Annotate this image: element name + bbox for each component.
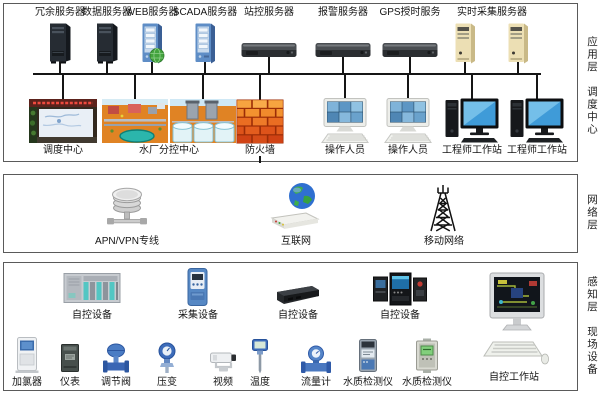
scada-server-icon bbox=[192, 22, 218, 64]
web-server-icon bbox=[139, 22, 165, 64]
dispatch-center-photo bbox=[29, 99, 97, 143]
label-gps-timing-service: GPS授时服务 bbox=[379, 7, 441, 18]
label-auto-control-workstation: 自控工作站 bbox=[489, 372, 539, 383]
field-devices-layer-label: 现场设备 bbox=[586, 326, 598, 376]
rack-server-icon bbox=[382, 40, 438, 60]
connector-line bbox=[471, 75, 473, 99]
label-mobile-network: 移动网络 bbox=[424, 236, 464, 247]
temperature-sensor-icon bbox=[249, 338, 271, 374]
label-flow-meter: 流量计 bbox=[301, 377, 331, 388]
network-layer-label: 网络层 bbox=[586, 194, 598, 232]
label-station-control-server: 站控服务器 bbox=[244, 7, 294, 18]
label-acquisition-device: 采集设备 bbox=[178, 310, 218, 321]
connector-line bbox=[259, 75, 261, 101]
mobile-network-antenna-icon bbox=[421, 184, 465, 232]
connector-line bbox=[62, 75, 64, 101]
connector-line bbox=[344, 75, 346, 100]
label-realtime-acquisition-server: 实时采集服务器 bbox=[457, 7, 527, 18]
pressure-transmitter-icon bbox=[156, 342, 178, 374]
tower-server-icon bbox=[46, 22, 74, 64]
connector-line bbox=[342, 54, 344, 74]
engineer-workstation-icon bbox=[509, 97, 565, 143]
connector-line bbox=[151, 54, 153, 74]
dispatch-center-layer-label: 调度中心 bbox=[586, 86, 598, 136]
label-temperature: 温度 bbox=[250, 377, 270, 388]
label-scada-server: SCADA服务器 bbox=[172, 7, 238, 18]
connector-line bbox=[202, 75, 204, 101]
label-operator: 操作人员 bbox=[325, 145, 365, 156]
perception-layer-label: 感知层 bbox=[586, 276, 598, 314]
label-engineer-workstation: 工程师工作站 bbox=[442, 145, 502, 156]
operator-terminal-icon bbox=[382, 98, 434, 144]
label-water-quality-analyzer: 水质检测仪 bbox=[343, 377, 393, 388]
connector-line bbox=[204, 54, 206, 74]
label-pressure-transmitter: 压变 bbox=[157, 377, 177, 388]
tower-server-icon bbox=[93, 22, 121, 64]
label-auto-control-device: 自控设备 bbox=[278, 310, 318, 321]
water-plant-photo bbox=[170, 99, 236, 143]
network-bus-line bbox=[33, 73, 541, 75]
connector-line bbox=[464, 54, 466, 74]
label-video: 视频 bbox=[213, 377, 233, 388]
scada-workstation-icon bbox=[483, 272, 549, 368]
connector-line bbox=[536, 75, 538, 99]
connector-line bbox=[409, 54, 411, 74]
label-auto-control-device: 自控设备 bbox=[72, 310, 112, 321]
label-web-server: WEB服务器 bbox=[125, 7, 179, 18]
engineer-workstation-icon bbox=[444, 97, 500, 143]
control-panel-group-icon bbox=[372, 271, 428, 307]
water-quality-analyzer-icon bbox=[355, 338, 381, 374]
label-operator: 操作人员 bbox=[388, 145, 428, 156]
rack-server-icon bbox=[241, 40, 297, 60]
label-engineer-workstation: 工程师工作站 bbox=[507, 145, 567, 156]
connector-line bbox=[407, 75, 409, 100]
label-chlorinator: 加氯器 bbox=[12, 377, 42, 388]
connector-line bbox=[517, 54, 519, 74]
video-camera-icon bbox=[208, 348, 238, 374]
firewall-icon bbox=[236, 99, 284, 144]
water-plant-photo bbox=[102, 99, 168, 143]
controller-box-icon bbox=[274, 283, 322, 307]
label-alarm-server: 报警服务器 bbox=[318, 7, 368, 18]
label-instrument: 仪表 bbox=[60, 377, 80, 388]
network-layer-panel bbox=[3, 174, 578, 253]
label-apn-vpn-line: APN/VPN专线 bbox=[95, 236, 159, 247]
label-water-quality-analyzer: 水质检测仪 bbox=[402, 377, 452, 388]
label-control-valve: 调节阀 bbox=[101, 377, 131, 388]
label-dispatch-center: 调度中心 bbox=[43, 145, 83, 156]
acquisition-server-icon bbox=[452, 22, 478, 64]
label-internet: 互联网 bbox=[281, 236, 311, 247]
water-quality-analyzer-icon bbox=[413, 338, 441, 374]
label-firewall: 防火墙 bbox=[245, 145, 275, 156]
acquisition-meter-icon bbox=[183, 267, 213, 307]
label-auto-control-device: 自控设备 bbox=[380, 310, 420, 321]
instrument-icon bbox=[58, 342, 82, 374]
operator-terminal-icon bbox=[319, 98, 371, 144]
connector-line bbox=[134, 75, 136, 101]
rack-server-icon bbox=[315, 40, 371, 60]
control-valve-icon bbox=[102, 342, 130, 374]
label-data-server: 数据服务器 bbox=[82, 7, 132, 18]
plc-device-icon bbox=[63, 271, 121, 307]
connector-line bbox=[106, 54, 108, 74]
flow-meter-icon bbox=[300, 344, 332, 374]
firewall-downlink-line bbox=[259, 156, 261, 163]
connector-line bbox=[268, 54, 270, 74]
label-redundant-server: 冗余服务器 bbox=[35, 7, 85, 18]
acquisition-server-icon bbox=[505, 22, 531, 64]
label-water-plant-subcontrol: 水厂分控中心 bbox=[139, 145, 199, 156]
connector-line bbox=[59, 54, 61, 74]
internet-router-globe-icon bbox=[268, 182, 324, 232]
apn-vpn-line-icon bbox=[104, 186, 150, 230]
application-layer-label: 应用层 bbox=[586, 36, 598, 74]
chlorinator-icon bbox=[13, 336, 41, 374]
